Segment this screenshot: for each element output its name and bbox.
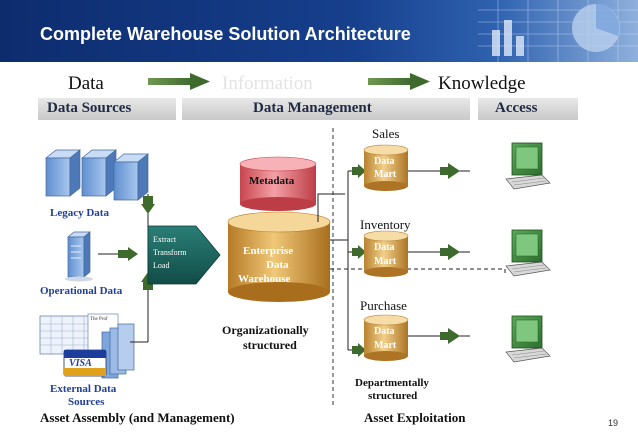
- mart-purchase-line-1: Data: [374, 326, 395, 337]
- warehouse-line-1: Enterprise: [243, 245, 293, 257]
- arrow-icon: [352, 343, 366, 357]
- arrow-icon: [352, 245, 366, 259]
- arrow-icon: [352, 164, 366, 178]
- data-mart-inventory: Data Mart: [363, 230, 409, 277]
- slide-title: Complete Warehouse Solution Architecture: [40, 24, 411, 44]
- warehouse-cylinder-icon: Enterprise Data Warehouse: [227, 211, 331, 302]
- mart-purchase-line-2: Mart: [374, 340, 397, 351]
- server-cube-icon: [45, 149, 149, 201]
- arrow-icon: [148, 73, 210, 90]
- metadata-cylinder-icon: Metadata: [239, 156, 317, 211]
- arrow-icon: [141, 196, 155, 214]
- org-structured-line-2: structured: [243, 338, 297, 352]
- tower-server-icon: [65, 231, 93, 282]
- arrow-icon: [440, 163, 460, 179]
- metadata-label: Metadata: [249, 175, 295, 187]
- flow-label-knowledge: Knowledge: [438, 73, 526, 94]
- etl-process-icon: Extract Transform Load: [147, 225, 221, 285]
- band-data-management: Data Management: [182, 98, 470, 120]
- operational-data-label: Operational Data: [40, 285, 123, 297]
- data-mart-sales: Data Mart: [363, 144, 409, 191]
- legacy-data-label: Legacy Data: [50, 207, 109, 219]
- band-data-sources: Data Sources: [38, 98, 176, 120]
- etl-line-2: Transform: [153, 248, 187, 257]
- computer-terminal-icon: [505, 229, 551, 277]
- band-label-access: Access: [495, 100, 538, 116]
- arrow-icon: [440, 328, 460, 344]
- warehouse-line-3: Warehouse: [238, 273, 290, 285]
- arrow-icon: [98, 247, 138, 261]
- band-label-management: Data Management: [253, 100, 372, 116]
- footer-asset-assembly: Asset Assembly (and Management): [40, 410, 235, 425]
- etl-line-3: Load: [153, 261, 169, 270]
- footer-asset-exploitation: Asset Exploitation: [364, 410, 466, 425]
- mart-sales-line-2: Mart: [374, 169, 397, 180]
- title-bar: Complete Warehouse Solution Architecture: [0, 0, 638, 62]
- external-data-label-1: External Data: [50, 383, 117, 395]
- computer-terminal-icon: [505, 142, 551, 190]
- arrow-icon: [368, 73, 430, 90]
- page-number: 19: [608, 418, 619, 428]
- mart-sales-line-1: Data: [374, 156, 395, 167]
- sheet-header: The Prof: [90, 317, 108, 322]
- mart-inventory-line-2: Mart: [374, 256, 397, 267]
- dept-structured-line-1: Departmentally: [355, 377, 429, 389]
- band-label-sources: Data Sources: [47, 100, 132, 116]
- mart-inventory-line-1: Data: [374, 242, 395, 253]
- data-mart-purchase: Data Mart: [363, 314, 409, 361]
- computer-terminal-icon: [505, 315, 551, 363]
- flow-label-information: Information: [222, 73, 313, 94]
- mart-name-purchase: Purchase: [360, 298, 407, 313]
- band-access: Access: [478, 98, 578, 120]
- dept-structured-line-2: structured: [368, 390, 417, 402]
- org-structured-line-1: Organizationally: [222, 323, 309, 337]
- flow-label-data: Data: [68, 73, 104, 94]
- arrow-icon: [440, 244, 460, 260]
- etl-line-1: Extract: [153, 235, 177, 244]
- mart-name-sales: Sales: [372, 126, 399, 141]
- decorative-chart-icon: [478, 0, 638, 62]
- credit-card-icon: VISA: [63, 349, 107, 377]
- warehouse-line-2: Data: [266, 259, 289, 271]
- external-data-label-2: Sources: [68, 396, 105, 408]
- visa-label: VISA: [69, 358, 92, 369]
- connector-lines: [317, 170, 506, 351]
- mart-name-inventory: Inventory: [360, 217, 411, 232]
